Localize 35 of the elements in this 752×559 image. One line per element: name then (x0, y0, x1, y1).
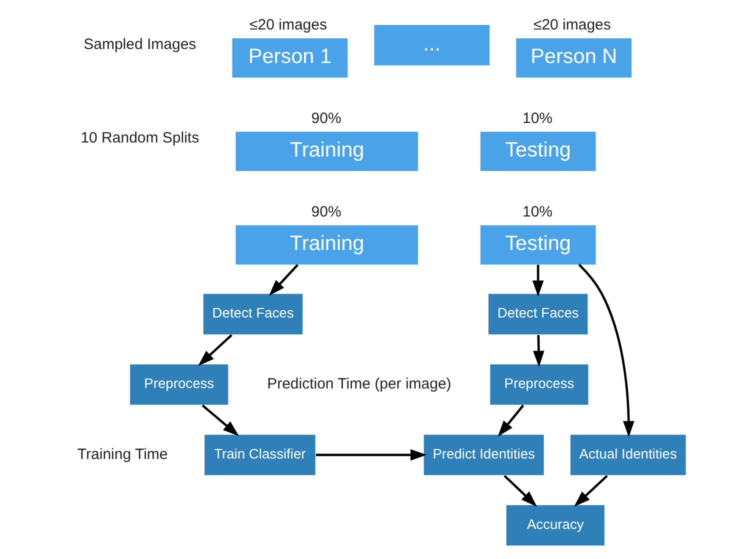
label: Sampled Images (83, 36, 196, 54)
arrow (503, 474, 537, 507)
arrow (532, 334, 544, 367)
arrow (578, 264, 634, 438)
arrow (198, 334, 232, 366)
node-box: Accuracy (504, 504, 606, 547)
arrow (201, 404, 239, 436)
node-label: 90% (310, 203, 341, 220)
label: 10 Random Splits (80, 130, 199, 147)
node-box: ... (372, 24, 490, 67)
node-box: Detect Faces (202, 292, 304, 336)
node-label: ≤20 images (532, 16, 610, 34)
node-box: Training (235, 132, 418, 171)
arrow (268, 264, 298, 296)
node-label: ≤20 images (249, 16, 326, 34)
node-box: Detect Faces (486, 292, 588, 336)
node-box: Testing (480, 132, 596, 171)
node-box: Preprocess (488, 363, 589, 406)
node-box: Actual Identities (568, 434, 686, 476)
node-box: Testing (480, 225, 596, 264)
label: Prediction Time (per image) (266, 375, 451, 392)
arrow (532, 264, 544, 297)
node-label: 10% (522, 203, 552, 220)
node-box: Person N (516, 38, 632, 78)
arrow (574, 474, 608, 507)
node-box: Train Classifier (202, 434, 316, 476)
node-label: 90% (310, 110, 341, 127)
node-box: Training (235, 225, 418, 264)
node-label: 10% (522, 110, 552, 127)
label: Training Time (76, 446, 168, 463)
arrow (497, 404, 524, 437)
arrow (315, 449, 426, 461)
node-box: Preprocess (128, 363, 229, 406)
node-box: Person 1 (232, 38, 348, 78)
node-box: Predict Identities (422, 434, 544, 476)
